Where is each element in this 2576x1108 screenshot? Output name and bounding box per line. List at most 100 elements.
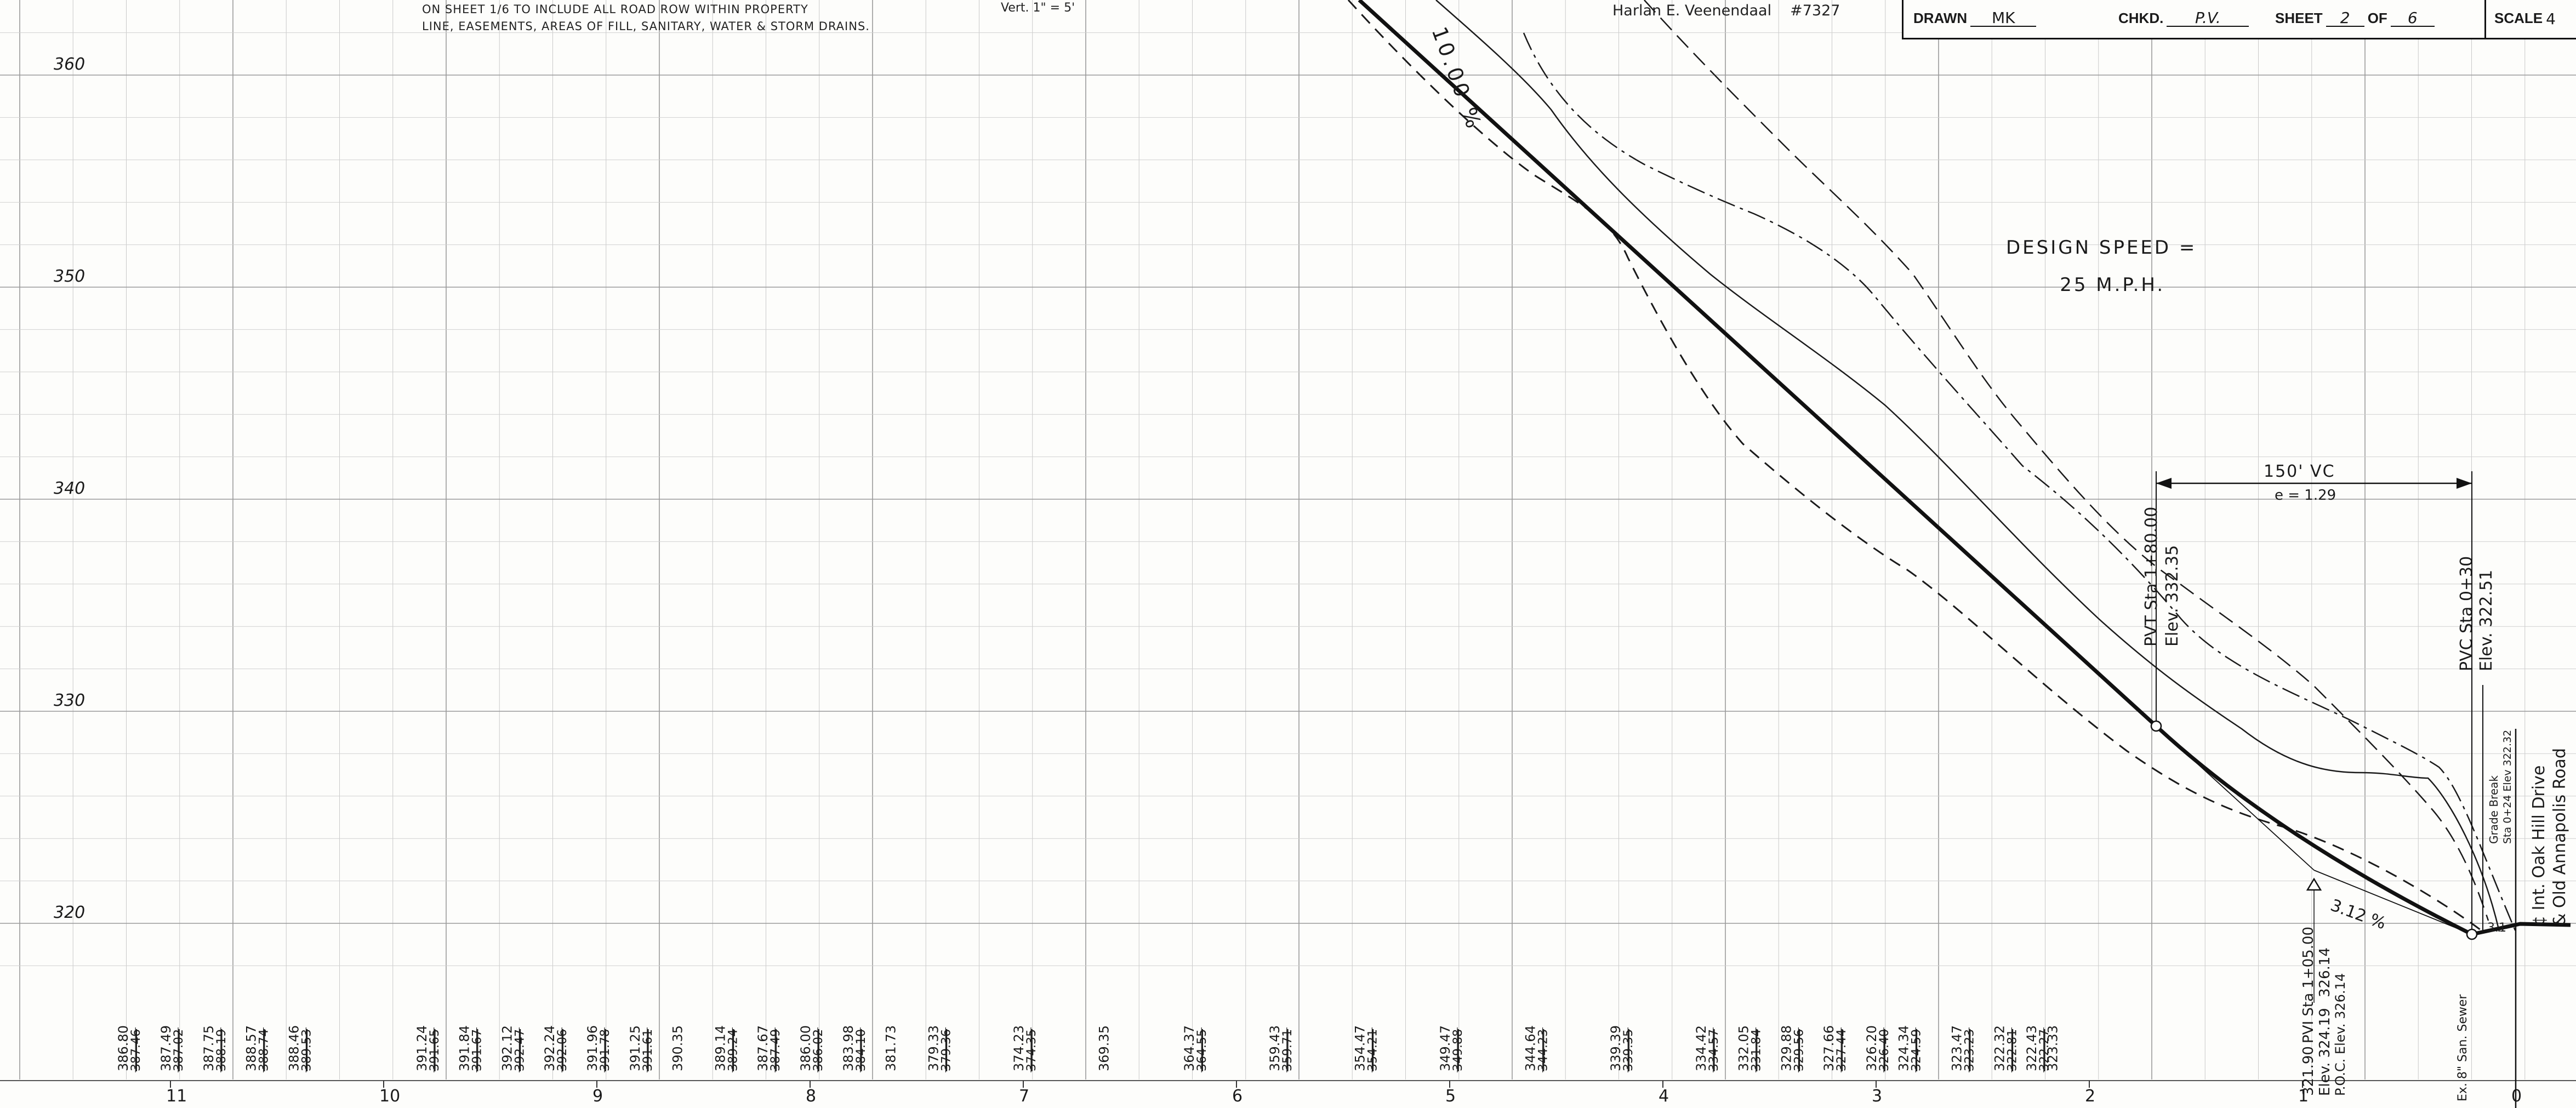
pvi-extra-label-1: 326.14 [2317, 947, 2333, 997]
pvi-triangle-marker [2306, 877, 2322, 891]
station-label: 11 [166, 1087, 187, 1106]
existing-elevation: 327.44 [1835, 1029, 1849, 1071]
pvc-marker [2466, 928, 2478, 940]
station-label: 5 [1445, 1087, 1456, 1106]
proposed-elevation: 387.67 [755, 1025, 771, 1071]
engineer-name: Harlan E. Veenendaal [1612, 2, 1772, 19]
existing-elevation: 386.02 [812, 1029, 825, 1071]
proposed-elevation: 386.00 [798, 1025, 813, 1071]
station-elevation-pair: 323.33 [2045, 1025, 2061, 1071]
existing-elevation: 391.61 [641, 1029, 655, 1071]
sheet-note: ON SHEET 1/6 TO INCLUDE ALL ROAD ROW WIT… [422, 1, 1036, 35]
of-value: 6 [2390, 10, 2435, 27]
station-elevation-pair: 381.73 [884, 1025, 899, 1071]
pvt-station-label: PVT Sta 1+80.00 [2142, 507, 2161, 647]
sheet-value: 2 [2326, 10, 2364, 27]
existing-elevation: 374.35 [1025, 1029, 1039, 1071]
existing-elevation: 339.35 [1622, 1029, 1635, 1071]
of-label: OF [2367, 10, 2387, 26]
drawn-label: DRAWN [1913, 10, 1968, 26]
vc-length-label: 150' VC [2264, 462, 2335, 481]
road-intersection-label-1: ¢ Int. Oak Hill Drive [2529, 766, 2549, 926]
drawn-value: MK [1970, 10, 2037, 27]
title-block-divider [2484, 0, 2486, 39]
proposed-elevation: 390.35 [670, 1025, 686, 1071]
proposed-elevation: 334.42 [1694, 1025, 1709, 1071]
station-label: 1 [2298, 1087, 2309, 1106]
proposed-elevation: 391.24 [414, 1025, 430, 1071]
station-label: 6 [1232, 1087, 1243, 1106]
proposed-elevation: 324.34 [1896, 1025, 1911, 1071]
existing-elevation: 388.19 [215, 1029, 229, 1071]
pvi-low-label: 321.90 [2300, 1046, 2317, 1096]
existing-elevation: 354.21 [1366, 1029, 1380, 1071]
existing-elevation: 326.40 [1878, 1029, 1891, 1071]
vc-right-arrow [2457, 478, 2472, 489]
proposed-elevation: 391.25 [628, 1025, 643, 1071]
elevation-label: 330 [54, 691, 85, 710]
existing-ground-solid-line [1435, 0, 2500, 932]
existing-elevation: 324.59 [1910, 1029, 1923, 1071]
existing-ground-dash-dot-line [1523, 32, 2517, 932]
station-label: 7 [1019, 1087, 1029, 1106]
proposed-elevation: 388.57 [244, 1025, 259, 1071]
station-label: 3 [1872, 1087, 1882, 1106]
existing-elevation: 387.46 [129, 1029, 143, 1071]
existing-elevation: 391.67 [471, 1029, 485, 1071]
proposed-elevation: 386.80 [116, 1025, 131, 1071]
station-label: 9 [592, 1087, 603, 1106]
proposed-elevation: 387.75 [201, 1025, 216, 1071]
station-label: 8 [806, 1087, 816, 1106]
existing-elevation: 344.23 [1537, 1029, 1551, 1071]
sewer-label: Ex. 8" San. Sewer [2456, 994, 2470, 1101]
existing-elevation: 331.84 [1750, 1029, 1764, 1071]
proposed-elevation: 354.47 [1352, 1025, 1367, 1071]
proposed-elevation: 388.46 [286, 1025, 301, 1071]
scale-label: SCALE [2494, 10, 2543, 26]
road-intersection-label-2: & Old Annapolis Road [2550, 748, 2569, 926]
station-label: 10 [379, 1087, 400, 1106]
existing-elevation: 387.49 [769, 1029, 783, 1071]
proposed-elevation: 323.33 [2045, 1025, 2061, 1071]
existing-elevation: 323.23 [1963, 1029, 1977, 1071]
proposed-grade-line [1358, 0, 2571, 936]
proposed-elevation: 392.24 [542, 1025, 557, 1071]
proposed-elevation: 322.32 [1992, 1025, 2007, 1071]
existing-elevation: 322.27 [2038, 1029, 2051, 1071]
existing-elevation: 364.55 [1195, 1029, 1209, 1071]
vertical-scale-note: Vert. 1" = 5' [1001, 1, 1075, 15]
sheet-note-line-2: LINE, EASEMENTS, AREAS OF FILL, SANITARY… [422, 20, 870, 33]
proposed-elevation: 344.64 [1523, 1025, 1538, 1071]
grade-break-station-label: Sta 0+24 Elev 322.32 [2501, 730, 2514, 844]
proposed-elevation: 379.33 [926, 1025, 941, 1071]
existing-elevation: 359.71 [1281, 1029, 1295, 1071]
proposed-elevation: 391.96 [585, 1025, 600, 1071]
vc-left-arrow [2156, 478, 2172, 489]
proposed-elevation: 323.47 [1950, 1025, 1965, 1071]
existing-elevation: 391.65 [428, 1029, 442, 1071]
